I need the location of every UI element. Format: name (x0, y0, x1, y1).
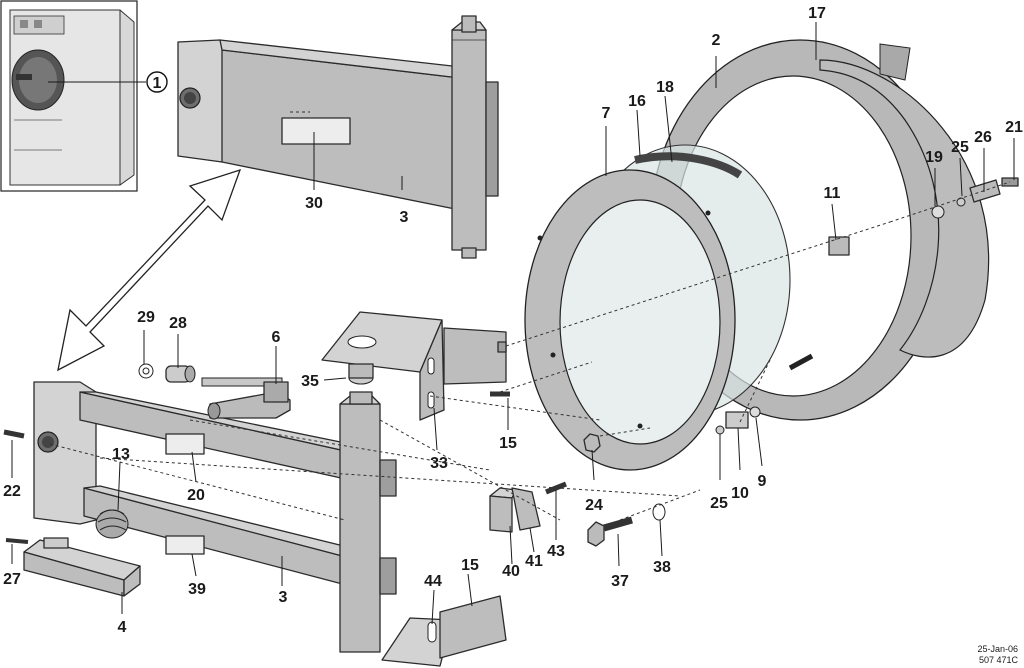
callout-20: 20 (187, 487, 205, 504)
callout-27: 27 (3, 571, 21, 588)
callout-29: 29 (137, 309, 155, 326)
callout-44: 44 (424, 573, 442, 590)
callout-30: 30 (305, 195, 323, 212)
callout-24: 24 (585, 497, 603, 514)
callout-17: 17 (808, 5, 826, 22)
lower-hinge-assembly (3, 381, 397, 653)
callout-33: 33 (430, 455, 448, 472)
upper-mount-bracket (321, 311, 510, 421)
footer-code: 507 471C (979, 655, 1019, 665)
callout-22: 22 (3, 483, 21, 500)
callout-26: 26 (974, 129, 992, 146)
callout-6: 6 (272, 329, 281, 346)
callout-leader-lines (11, 22, 1015, 625)
callout-10: 10 (731, 485, 749, 502)
callout-25-upper: 25 (951, 139, 969, 156)
callout-25-lower: 25 (710, 495, 728, 512)
spring-icon (95, 509, 129, 539)
callout-9: 9 (758, 473, 767, 490)
callout-4: 4 (118, 619, 127, 636)
callout-39: 39 (188, 581, 206, 598)
drawing-reference: 25-Jan-06 507 471C (977, 644, 1018, 665)
upper-hinge-bracket (177, 15, 499, 259)
callout-15-upper: 15 (499, 435, 517, 452)
inset-callout-label: 1 (153, 75, 162, 92)
callout-35: 35 (301, 373, 319, 390)
callout-28: 28 (169, 315, 187, 332)
callout-16: 16 (628, 93, 646, 110)
callout-37: 37 (611, 573, 629, 590)
callout-13: 13 (112, 446, 130, 463)
callout-15-lower: 15 (461, 557, 479, 574)
callout-18: 18 (656, 79, 674, 96)
callout-3-lower: 3 (279, 589, 288, 606)
inset-machine-view: 1 (0, 0, 168, 192)
callout-11: 11 (824, 185, 841, 202)
callout-7: 7 (602, 105, 611, 122)
hardware-parts (489, 433, 666, 547)
lower-mount-bracket (381, 595, 507, 667)
callout-40: 40 (502, 563, 520, 580)
door-ring-assembly (524, 39, 1019, 471)
hinge-pin-parts (138, 363, 291, 420)
callout-2: 2 (712, 32, 721, 49)
callout-19: 19 (925, 149, 943, 166)
double-arrow-icon (57, 168, 242, 372)
callout-41: 41 (525, 553, 543, 570)
callout-21: 21 (1005, 119, 1023, 136)
callout-3-upper: 3 (400, 209, 409, 226)
callout-43: 43 (547, 543, 565, 560)
callout-38: 38 (653, 559, 671, 576)
part-number-callouts: 2 3 3 4 6 7 9 10 11 13 15 15 16 17 18 19… (3, 5, 1023, 636)
footer-date: 25-Jan-06 (977, 644, 1018, 654)
assembly-dashed-lines (49, 181, 1011, 521)
